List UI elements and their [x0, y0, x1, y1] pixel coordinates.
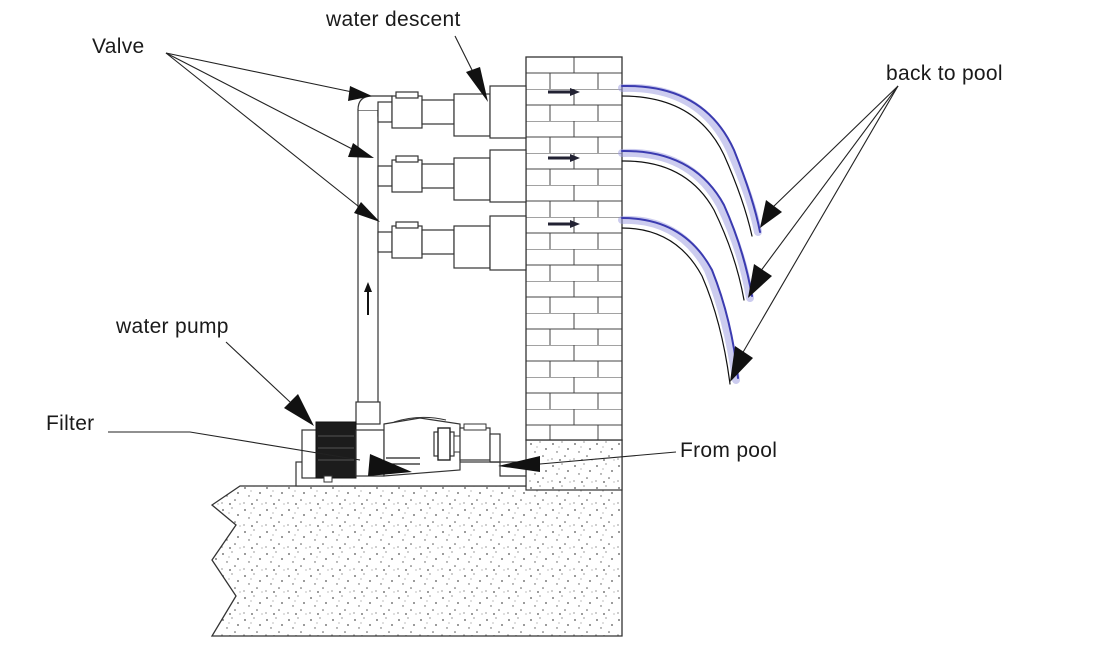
valve-label: Valve [92, 35, 144, 58]
up-arrow-icon [364, 282, 372, 315]
right-arrow-icon [548, 88, 580, 96]
bottom-outlet-branch [377, 215, 527, 271]
outlet-box-middle [453, 157, 491, 201]
right-arrow-icon [548, 154, 580, 162]
middle-outlet-branch [377, 149, 527, 203]
outlet-box-bottom [453, 225, 491, 269]
top-outlet-branch [377, 85, 527, 139]
outlet-box-top [453, 93, 491, 137]
water-descent-label: water descent [325, 8, 461, 31]
valve-middle [391, 159, 423, 193]
valve-bottom [391, 225, 423, 259]
suction-line [433, 423, 526, 477]
valve-top [391, 95, 423, 129]
riser-coupling [355, 401, 381, 425]
suction-valve [459, 427, 491, 461]
water-jet-top [618, 83, 762, 237]
filter-label: Filter [46, 412, 94, 435]
wall-concrete-section [525, 439, 623, 491]
back-to-pool-label: back to pool [886, 62, 1003, 85]
right-arrow-icon [548, 220, 580, 228]
water-pump-label: water pump [115, 315, 229, 338]
from-pool-label: From pool [680, 439, 777, 462]
water-jet-middle [618, 148, 754, 302]
brick-wall [525, 56, 623, 441]
pump-motor [315, 421, 357, 479]
water-jet-bottom [618, 215, 740, 385]
